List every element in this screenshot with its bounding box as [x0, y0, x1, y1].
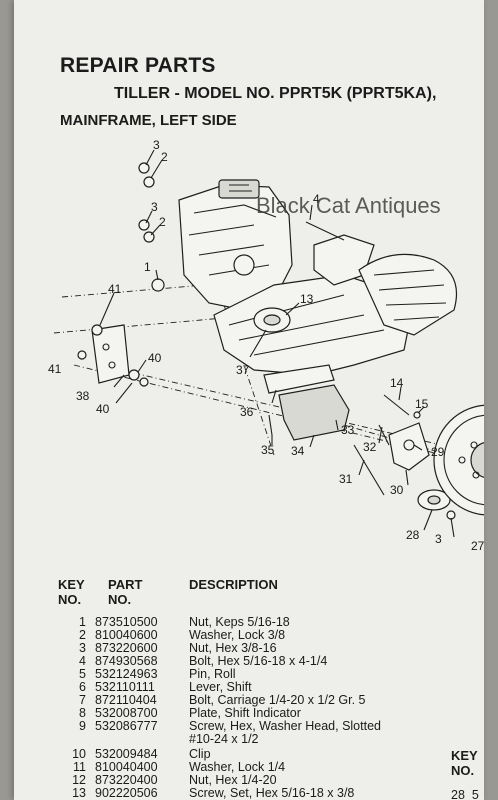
callout: 40 [96, 402, 110, 416]
callout: 34 [291, 444, 305, 458]
mainframe-housing-drawing [213, 234, 410, 376]
callout: 36 [240, 405, 254, 419]
shaft-drawing [353, 444, 385, 496]
drive-pulley-drawing [253, 307, 291, 333]
idler-bracket-drawing [388, 422, 430, 471]
callout: 32 [363, 440, 377, 454]
right-table-row: 28 5 [451, 788, 479, 800]
callout: 27 [471, 539, 484, 553]
large-pulley-drawing [433, 404, 484, 516]
callout: 3 [151, 200, 158, 214]
callout: 41 [108, 282, 122, 296]
callout: 35 [261, 443, 275, 457]
callout: 41 [48, 362, 62, 376]
rod-drawing [383, 394, 410, 416]
callout: 1 [144, 260, 151, 274]
callout: 2 [161, 150, 168, 164]
callout: 30 [390, 483, 404, 497]
callout: 33 [341, 423, 355, 437]
callout: 28 [406, 528, 420, 542]
hardware-drawing [77, 162, 456, 520]
exploded-parts-diagram: 3 2 4 3 2 1 41 13 40 41 37 38 40 36 14 1… [48, 138, 484, 553]
engine-drawing [178, 179, 293, 311]
callout: 3 [153, 138, 160, 152]
callout: 40 [148, 351, 162, 365]
callout: 38 [76, 389, 90, 403]
callout: 15 [415, 397, 429, 411]
shift-plate-drawing [263, 364, 335, 394]
bracket-drawing [278, 384, 350, 441]
watermark-text: Black Cat Antiques [256, 193, 441, 218]
section-heading: MAINFRAME, LEFT SIDE [60, 112, 237, 129]
callout: 13 [300, 292, 314, 306]
callout: 29 [431, 445, 445, 459]
model-subtitle: TILLER - MODEL NO. PPRT5K (PPRT5KA), [114, 85, 437, 102]
parts-sheet: REPAIR PARTS TILLER - MODEL NO. PPRT5K (… [14, 0, 484, 800]
callout: 4 [313, 192, 320, 206]
callout-labels: 3 2 4 3 2 1 41 13 40 41 37 38 40 36 14 1… [48, 138, 484, 553]
callout: 3 [435, 532, 442, 546]
idler-pulley-drawing [417, 489, 451, 511]
callout: 37 [236, 363, 250, 377]
description-header: DESCRIPTION [189, 577, 278, 592]
page-title: REPAIR PARTS [60, 54, 216, 77]
callout: 31 [339, 472, 353, 486]
callout: 14 [390, 376, 404, 390]
callout: 2 [159, 215, 166, 229]
tine-shield-drawing [358, 253, 458, 336]
